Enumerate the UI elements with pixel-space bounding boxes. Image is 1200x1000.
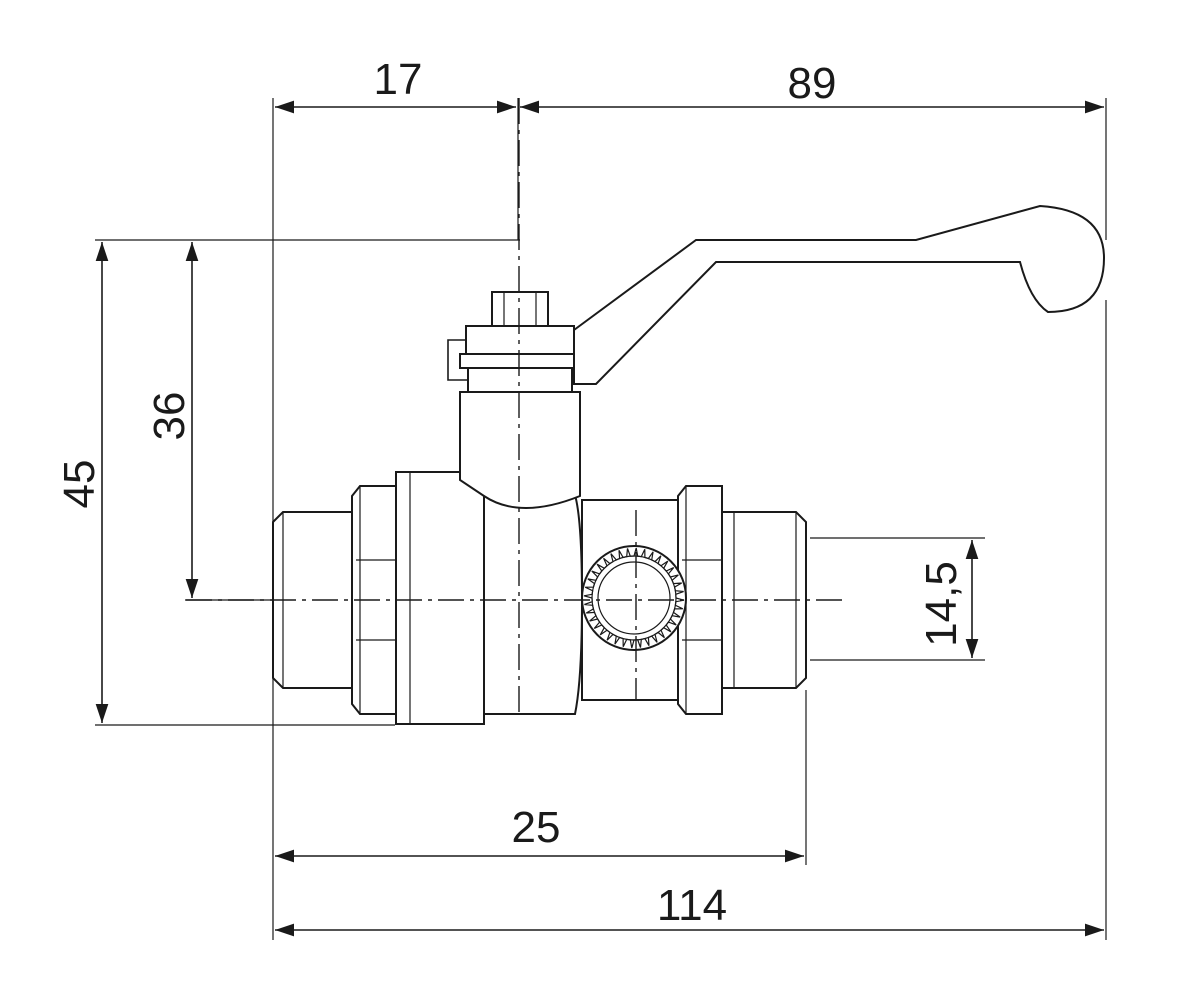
body-flange [395, 471, 485, 725]
ball-port-gear [581, 545, 687, 651]
lever-arm [573, 204, 1106, 385]
stem-neck [459, 391, 581, 509]
dim-label-114: 114 [657, 881, 727, 930]
dim-label-36: 36 [145, 392, 194, 441]
dim-label-45: 45 [55, 460, 104, 509]
dim-label-25: 25 [512, 803, 561, 852]
dimension-lines [95, 100, 1104, 937]
center-body [483, 494, 584, 715]
stem-assembly [447, 291, 581, 393]
dim-label-14-5: 14,5 [917, 561, 966, 647]
stem-nut [491, 291, 549, 327]
extension-lines [95, 98, 1107, 940]
washer [459, 353, 581, 369]
gear-teeth [583, 547, 685, 649]
valve-body [272, 391, 807, 725]
dim-label-17: 17 [374, 55, 423, 104]
dim-label-89: 89 [788, 59, 837, 108]
packing-gland [467, 367, 573, 393]
lever-plate [465, 325, 575, 355]
lever-handle [573, 204, 1106, 385]
center-lines [186, 98, 844, 718]
dimension-labels: 17 89 45 36 14,5 25 114 [55, 55, 966, 930]
lever-clip [447, 339, 468, 381]
